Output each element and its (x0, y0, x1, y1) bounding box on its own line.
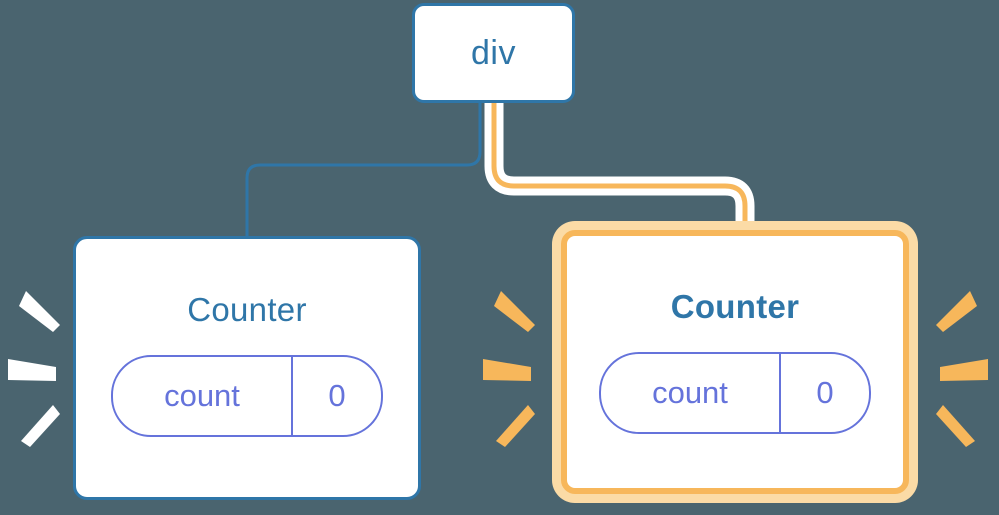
state-pill-counter-right: count 0 (599, 352, 871, 434)
node-counter-left-label: Counter (187, 291, 307, 328)
node-counter-right[interactable]: Counter count 0 (561, 230, 909, 494)
state-value: 0 (816, 375, 834, 410)
node-div[interactable]: div (412, 3, 575, 103)
node-div-label: div (471, 33, 516, 72)
state-key: count (601, 354, 781, 432)
edge-div-to-counter-right (491, 103, 748, 232)
node-counter-right-label: Counter (670, 288, 800, 325)
state-value: 0 (328, 378, 346, 413)
edge-div-to-counter-right-casing (484, 103, 755, 232)
edge-div-to-counter-left (245, 103, 482, 236)
node-counter-left[interactable]: Counter count 0 (73, 236, 421, 500)
state-key: count (113, 357, 293, 435)
state-pill-counter-left: count 0 (111, 355, 383, 437)
